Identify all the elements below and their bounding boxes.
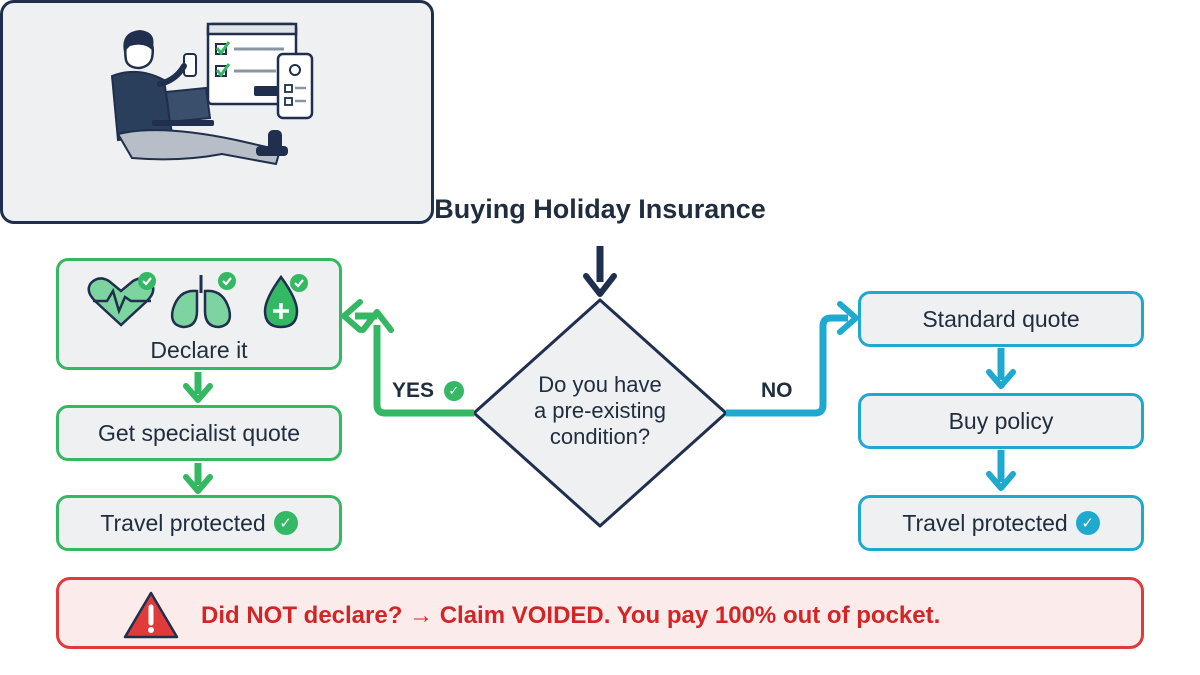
title-box: Buying Holiday Insurance bbox=[0, 0, 766, 224]
question-line-2: a pre-existing bbox=[533, 398, 667, 423]
buy-policy-box: Buy policy bbox=[858, 393, 1144, 449]
specialist-quote-label: Get specialist quote bbox=[97, 419, 300, 446]
heart-pulse-icon bbox=[87, 272, 156, 327]
right-travel-protected-box: Travel protected ✓ bbox=[858, 495, 1144, 551]
warning-triangle-icon bbox=[123, 591, 179, 639]
right-travel-protected-label: Travel protected bbox=[902, 509, 1068, 536]
left-travel-protected-box: Travel protected ✓ bbox=[56, 495, 342, 551]
warning-banner: Did NOT declare? → Claim VOIDED. You pay… bbox=[56, 577, 1144, 649]
decision-diamond bbox=[472, 298, 728, 528]
left-travel-protected-label: Travel protected bbox=[100, 509, 266, 536]
buy-policy-label: Buy policy bbox=[948, 407, 1054, 434]
arrow-no-to-standard bbox=[726, 301, 859, 417]
blood-drop-plus-icon bbox=[263, 274, 308, 329]
arrow-yes-to-declare bbox=[341, 299, 474, 417]
arrow-specialist-to-protected bbox=[183, 463, 213, 494]
arrow-title-to-question bbox=[583, 246, 617, 297]
no-label: NO bbox=[761, 379, 793, 402]
yes-check-icon: ✓ bbox=[443, 381, 464, 402]
question-line-3: condition? bbox=[549, 424, 651, 449]
lungs-icon bbox=[170, 272, 236, 329]
left-check-icon: ✓ bbox=[273, 511, 298, 535]
arrow-buy-to-protected bbox=[986, 450, 1016, 491]
standard-quote-label: Standard quote bbox=[922, 305, 1080, 332]
yes-label-text: YES bbox=[392, 379, 435, 402]
right-check-icon: ✓ bbox=[1075, 511, 1100, 535]
declare-label: Declare it bbox=[150, 337, 248, 363]
question-line-1: Do you have bbox=[538, 372, 662, 397]
person-laptop-illustration bbox=[110, 22, 314, 166]
health-icons-row bbox=[87, 272, 308, 329]
specialist-quote-box: Get specialist quote bbox=[56, 405, 342, 461]
yes-label: YES ✓ bbox=[392, 379, 464, 403]
decision-question: Do you have a pre-existing condition? bbox=[500, 372, 700, 450]
declare-box: Declare it bbox=[56, 258, 342, 370]
standard-quote-box: Standard quote bbox=[858, 291, 1144, 347]
arrow-standard-to-buy bbox=[986, 348, 1016, 389]
warning-text: Did NOT declare? → Claim VOIDED. You pay… bbox=[201, 602, 941, 629]
arrow-declare-to-specialist bbox=[183, 372, 213, 403]
diagram-title: Buying Holiday Insurance bbox=[434, 194, 766, 224]
